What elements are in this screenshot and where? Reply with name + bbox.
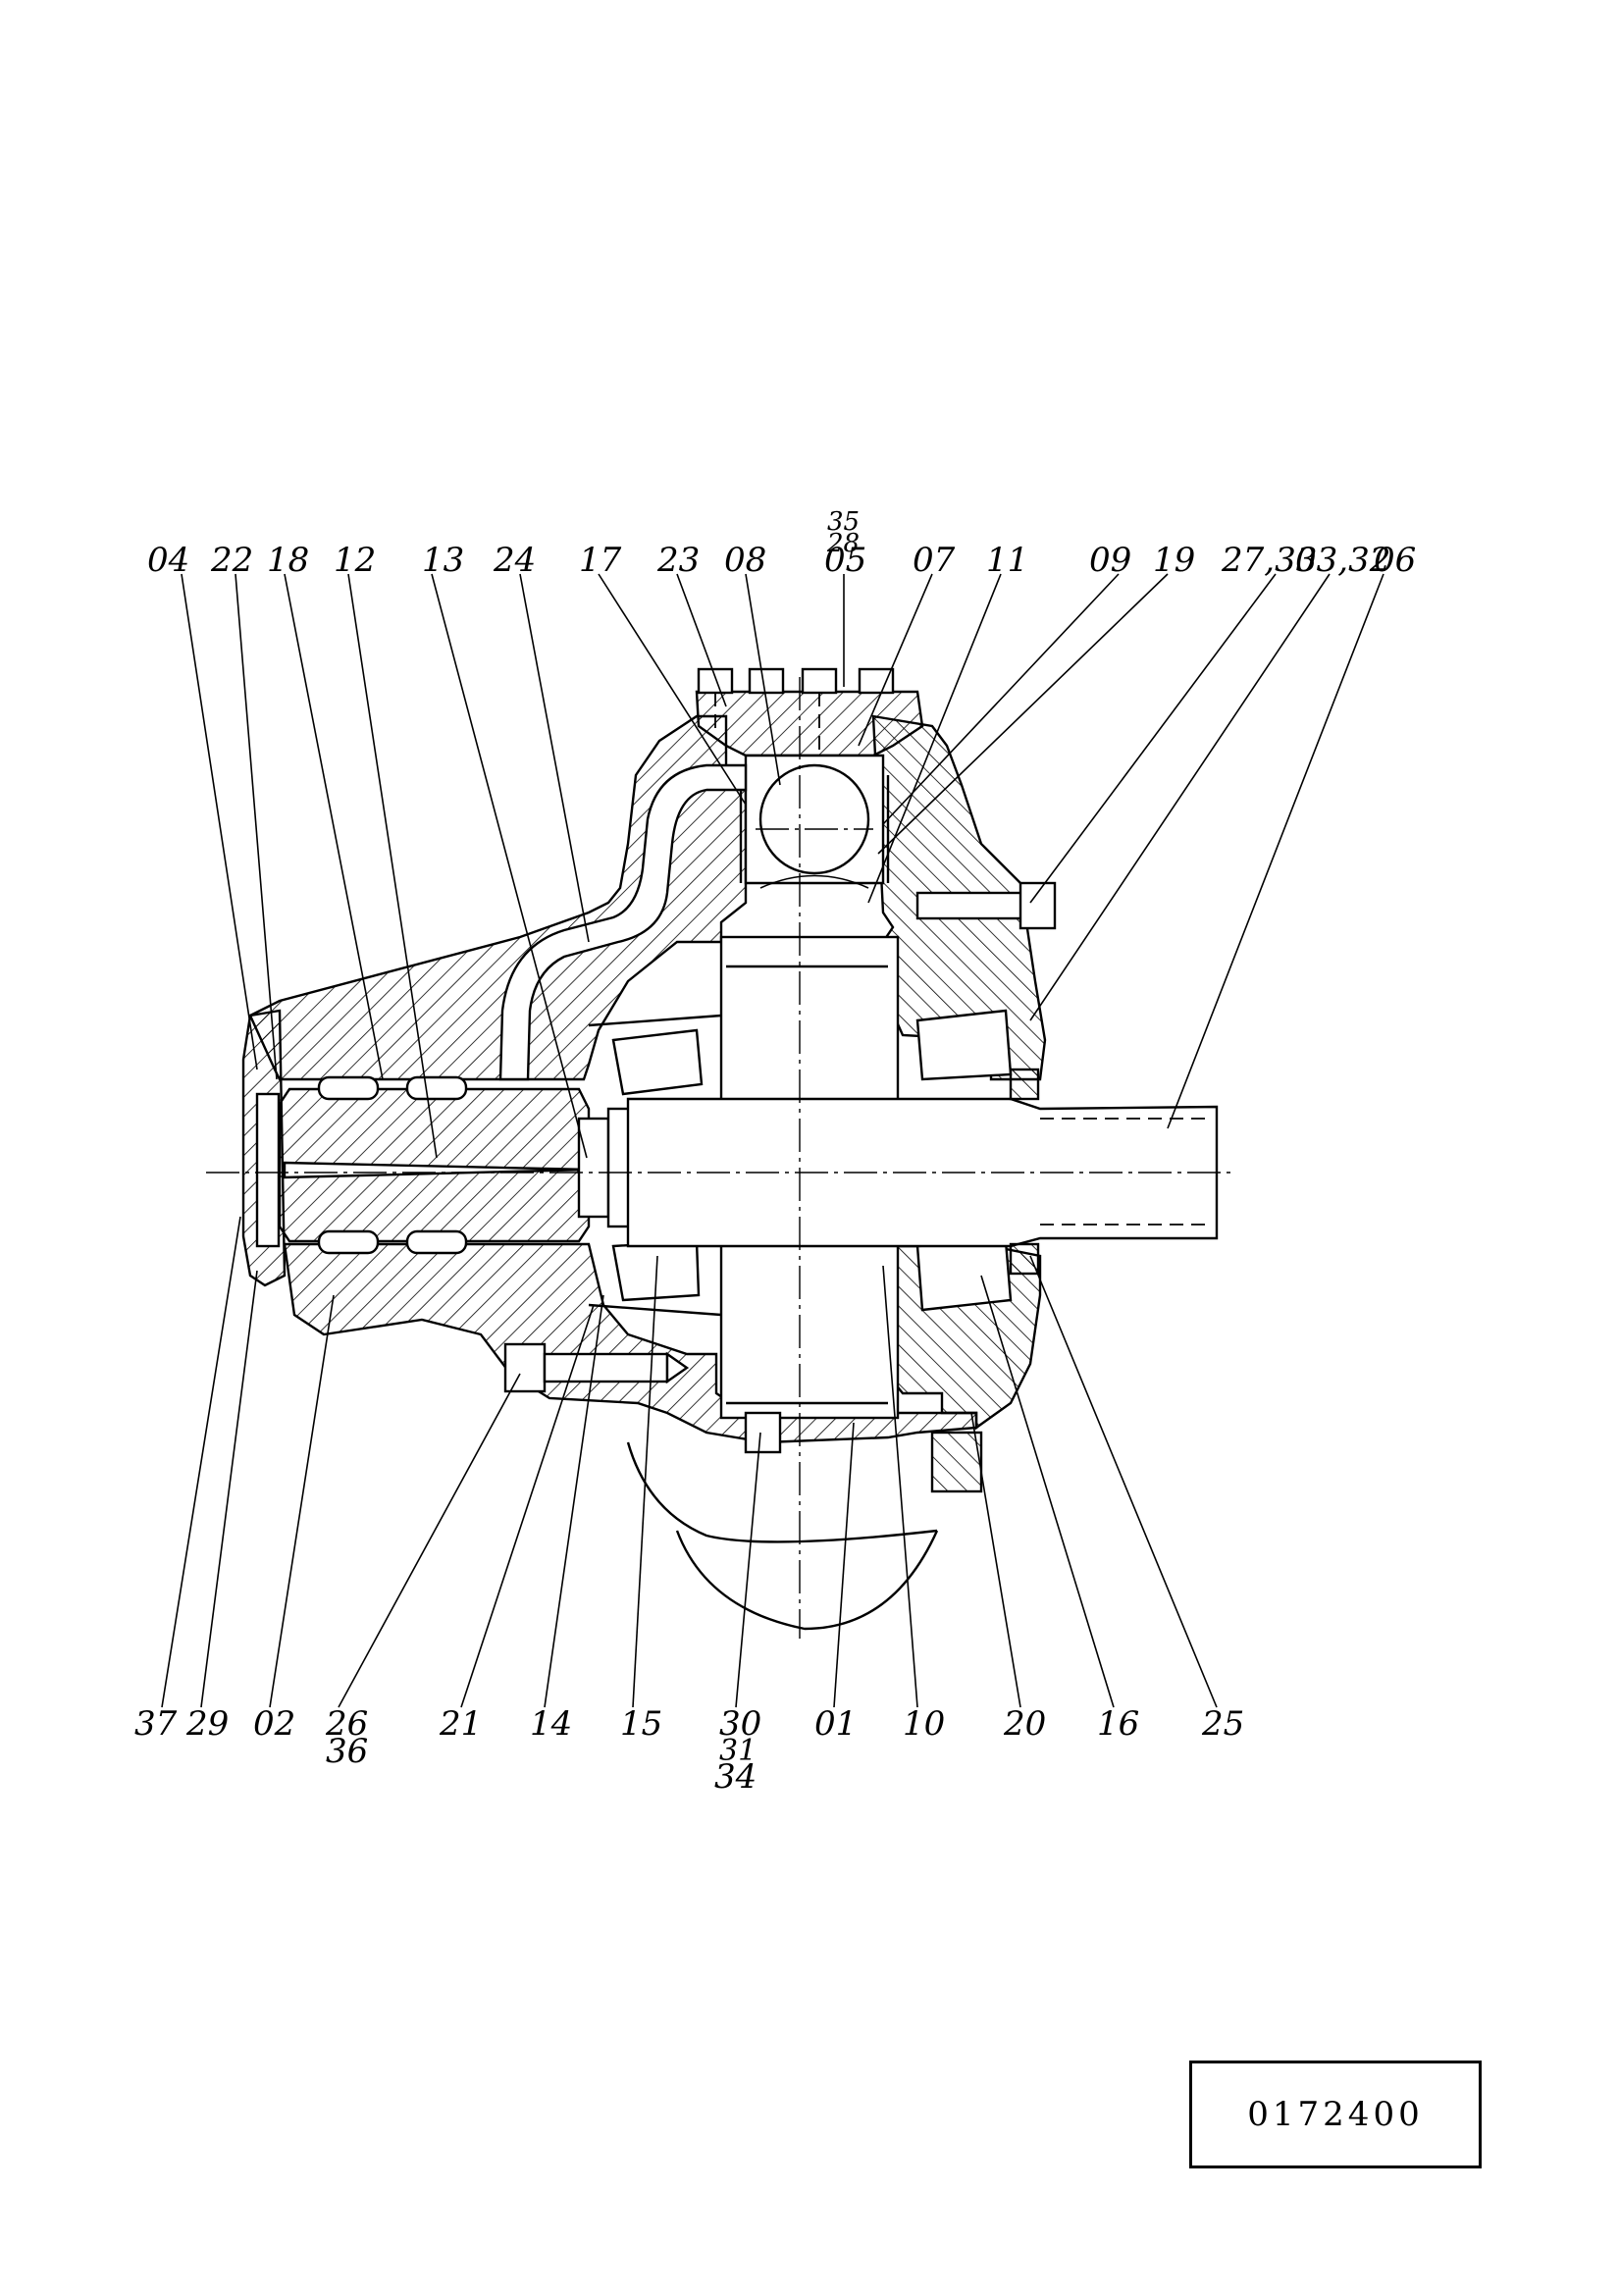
label-36: 36 <box>326 1732 368 1771</box>
top-part-labels: 04 22 18 12 13 24 17 23 08 35 28 05 07 1… <box>147 507 1416 580</box>
label-21: 21 <box>439 1704 482 1744</box>
label-10: 10 <box>903 1704 945 1744</box>
label-17: 17 <box>579 541 622 580</box>
label-16: 16 <box>1097 1704 1139 1744</box>
bottom-leader-lines <box>161 1216 1218 1708</box>
spool-recesses <box>317 1075 468 1255</box>
label-26: 26 <box>325 1704 368 1744</box>
drain-plug <box>744 1411 782 1454</box>
bottom-part-labels: 37 29 02 26 36 21 14 15 30 31 34 01 10 2… <box>134 1704 1244 1797</box>
seal-ring-bottom <box>1009 1242 1040 1276</box>
right-bearing <box>915 1009 1013 1312</box>
label-01: 01 <box>814 1704 857 1744</box>
ball-assembly <box>739 754 890 889</box>
label-06: 06 <box>1374 541 1416 580</box>
label-37: 37 <box>134 1704 178 1744</box>
label-03-32: 03,32 <box>1295 541 1390 580</box>
label-08: 08 <box>724 541 766 580</box>
mounting-foot <box>675 1530 939 1631</box>
document-number: 0172400 <box>1247 2095 1424 2134</box>
label-19: 19 <box>1153 541 1195 580</box>
label-11: 11 <box>986 541 1028 580</box>
label-05: 05 <box>824 541 866 580</box>
cylinder-cap <box>695 690 924 757</box>
label-28: 28 <box>826 529 860 558</box>
upper-housing <box>248 714 748 1081</box>
label-02: 02 <box>253 1704 295 1744</box>
label-22: 22 <box>210 541 253 580</box>
label-24: 24 <box>493 541 536 580</box>
top-leader-lines <box>181 573 1384 1159</box>
label-18: 18 <box>267 541 309 580</box>
label-27-33: 27,33 <box>1221 541 1317 580</box>
document-number-box: 0172400 <box>1189 2061 1482 2168</box>
oil-passage <box>498 763 748 1081</box>
label-12: 12 <box>334 541 376 580</box>
mount-lug <box>930 1431 983 1493</box>
label-09: 09 <box>1089 541 1131 580</box>
label-07: 07 <box>913 541 956 580</box>
label-14: 14 <box>530 1704 572 1744</box>
seal-ring-top <box>1009 1068 1040 1101</box>
label-25: 25 <box>1201 1704 1244 1744</box>
label-04: 04 <box>147 541 189 580</box>
label-29: 29 <box>185 1704 229 1744</box>
label-23: 23 <box>656 541 700 580</box>
label-34: 34 <box>714 1757 757 1797</box>
label-35: 35 <box>827 507 860 537</box>
label-15: 15 <box>620 1704 662 1744</box>
label-20: 20 <box>1003 1704 1046 1744</box>
lower-housing <box>283 1242 978 1444</box>
label-13: 13 <box>422 541 464 580</box>
label-30: 30 <box>719 1704 761 1744</box>
label-31: 31 <box>719 1734 757 1768</box>
cap-bolts <box>697 667 895 756</box>
side-bolt <box>915 881 1057 930</box>
bottom-bolt <box>503 1342 690 1393</box>
